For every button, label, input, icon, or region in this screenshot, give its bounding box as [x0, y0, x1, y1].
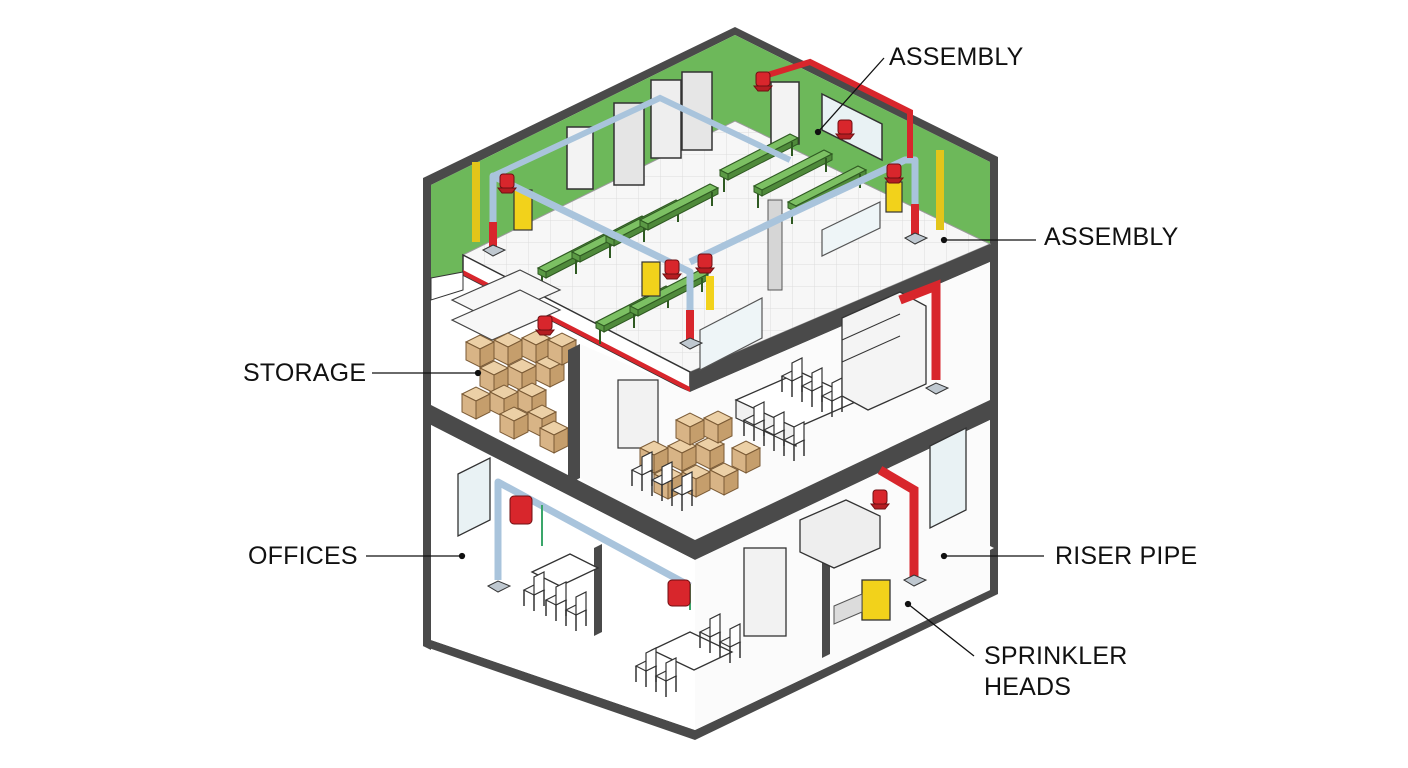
callout-assembly-top: ASSEMBLY — [889, 43, 1024, 71]
callout-offices: OFFICES — [248, 542, 358, 570]
leader-sprinkler — [907, 603, 975, 657]
sprinkler-piping — [481, 58, 950, 610]
callout-assembly-right: ASSEMBLY — [1044, 223, 1179, 251]
callout-leaders — [366, 57, 1044, 657]
callout-storage: STORAGE — [243, 359, 367, 387]
callout-sprinkler-heads: SPRINKLER HEADS — [984, 642, 1128, 701]
storage-floor — [430, 262, 990, 560]
leader-assembly-top — [817, 57, 885, 133]
callout-riser-pipe: RISER PIPE — [1055, 542, 1198, 570]
